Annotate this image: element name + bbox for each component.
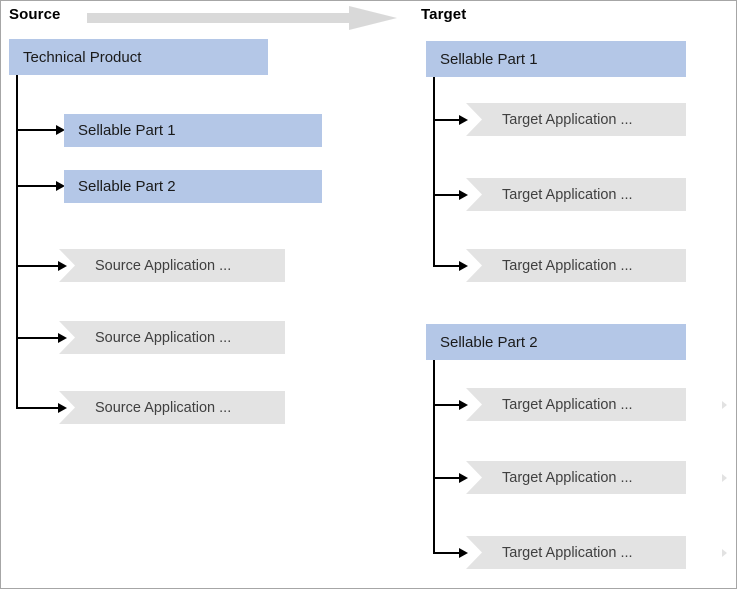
overflow-marker-icon: [722, 474, 727, 482]
source-connector-line-3: [16, 265, 60, 267]
target-item-label: Target Application ...: [502, 469, 633, 486]
target-g1-arrowhead-3: [459, 261, 468, 271]
target-group-2-sellable-part-2[interactable]: Sellable Part 2: [426, 324, 686, 360]
source-item-label: Source Application ...: [95, 329, 232, 346]
target-g1-item-application-2[interactable]: Target Application ...: [466, 178, 686, 211]
target-item-label: Target Application ...: [502, 111, 633, 128]
source-item-label: Sellable Part 1: [78, 122, 176, 139]
source-arrowhead-1: [56, 125, 65, 135]
target-group-2-trunk-line: [433, 360, 435, 554]
target-g2-connector-line-1: [433, 404, 461, 406]
right-arrow-icon: [87, 6, 397, 30]
target-g1-arrowhead-1: [459, 115, 468, 125]
source-root-label: Technical Product: [23, 48, 142, 66]
target-item-label: Target Application ...: [502, 186, 633, 203]
target-g1-item-application-1[interactable]: Target Application ...: [466, 103, 686, 136]
source-item-label: Sellable Part 2: [78, 178, 176, 195]
overflow-marker-icon: [722, 549, 727, 557]
source-arrowhead-2: [56, 181, 65, 191]
target-g2-item-application-1[interactable]: Target Application ...: [466, 388, 686, 421]
source-item-label: Source Application ...: [95, 257, 232, 274]
source-item-sellable-part-2[interactable]: Sellable Part 2: [64, 170, 322, 203]
source-item-sellable-part-1[interactable]: Sellable Part 1: [64, 114, 322, 147]
source-item-application-2[interactable]: Source Application ...: [59, 321, 285, 354]
source-arrowhead-4: [58, 333, 67, 343]
source-item-application-1[interactable]: Source Application ...: [59, 249, 285, 282]
target-g2-arrowhead-3: [459, 548, 468, 558]
target-g2-arrowhead-2: [459, 473, 468, 483]
target-g1-connector-line-2: [433, 194, 461, 196]
target-g2-connector-line-2: [433, 477, 461, 479]
source-arrowhead-5: [58, 403, 67, 413]
source-root-technical-product[interactable]: Technical Product: [9, 39, 268, 75]
target-group-1-trunk-line: [433, 77, 435, 267]
target-g1-item-application-3[interactable]: Target Application ...: [466, 249, 686, 282]
source-trunk-line: [16, 75, 18, 409]
column-heading-target: Target: [421, 6, 467, 23]
source-arrowhead-3: [58, 261, 67, 271]
source-connector-line-5: [16, 407, 60, 409]
target-item-label: Target Application ...: [502, 257, 633, 274]
column-heading-source: Source: [9, 6, 61, 23]
overflow-marker-icon: [722, 401, 727, 409]
source-item-label: Source Application ...: [95, 399, 232, 416]
target-group-label: Sellable Part 1: [440, 50, 538, 68]
source-item-application-3[interactable]: Source Application ...: [59, 391, 285, 424]
target-item-label: Target Application ...: [502, 396, 633, 413]
source-connector-line-2: [16, 185, 58, 187]
target-g2-arrowhead-1: [459, 400, 468, 410]
source-connector-line-1: [16, 129, 58, 131]
target-g1-connector-line-1: [433, 119, 461, 121]
target-g1-connector-line-3: [433, 265, 461, 267]
target-group-1-sellable-part-1[interactable]: Sellable Part 1: [426, 41, 686, 77]
target-group-label: Sellable Part 2: [440, 333, 538, 351]
target-g1-arrowhead-2: [459, 190, 468, 200]
source-connector-line-4: [16, 337, 60, 339]
target-g2-item-application-3[interactable]: Target Application ...: [466, 536, 686, 569]
target-item-label: Target Application ...: [502, 544, 633, 561]
target-g2-connector-line-3: [433, 552, 461, 554]
target-g2-item-application-2[interactable]: Target Application ...: [466, 461, 686, 494]
